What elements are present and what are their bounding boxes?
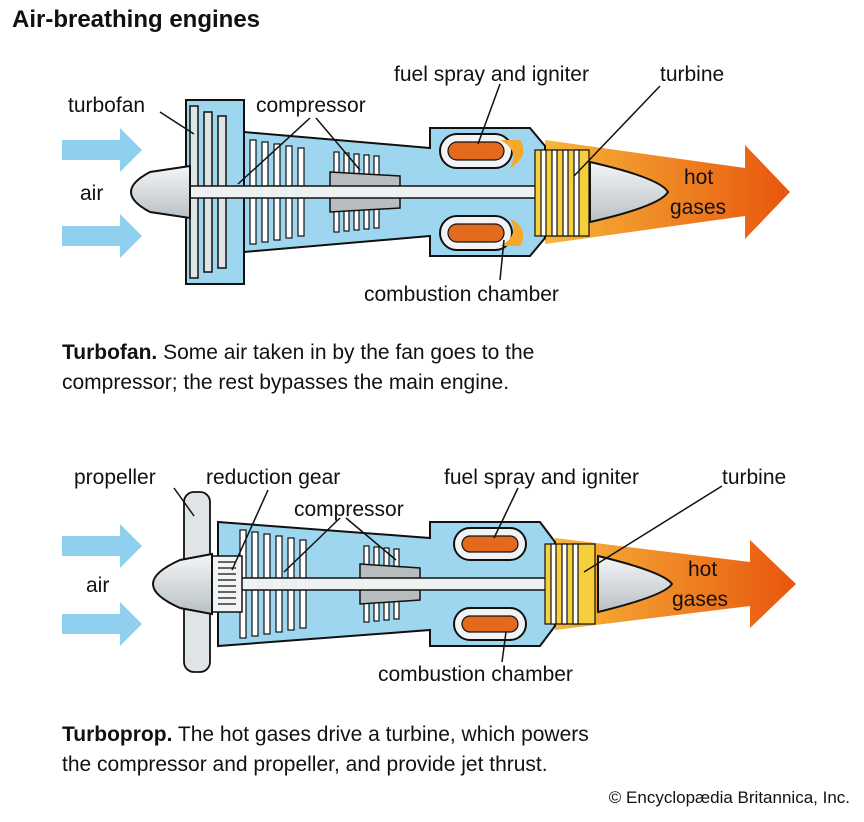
label-hot: hot bbox=[684, 166, 713, 189]
turbine-stages bbox=[534, 149, 590, 237]
air-arrow bbox=[62, 128, 142, 172]
label-combustion-chamber: combustion chamber bbox=[378, 663, 573, 686]
air-arrow-group bbox=[62, 524, 142, 646]
label-compressor: compressor bbox=[256, 94, 366, 117]
caption-text: The hot gases drive a turbine, which pow… bbox=[172, 723, 589, 746]
turboprop-diagram: propeller reduction gear compressor fuel… bbox=[62, 466, 796, 686]
tail-cone bbox=[589, 160, 670, 224]
turbofan-diagram: turbofan compressor fuel spray and ignit… bbox=[62, 63, 790, 306]
label-gases: gases bbox=[672, 588, 728, 611]
air-arrow bbox=[62, 602, 142, 646]
leader-lines bbox=[159, 83, 661, 281]
label-turbofan: turbofan bbox=[68, 94, 145, 117]
shaft bbox=[219, 577, 571, 591]
turbofan-caption: Turbofan. Some air taken in by the fan g… bbox=[62, 338, 534, 398]
combustion-chamber-top bbox=[439, 133, 524, 169]
caption-text: compressor; the rest bypasses the main e… bbox=[62, 371, 510, 394]
label-gases: gases bbox=[670, 196, 726, 219]
caption-title: Turbofan. bbox=[62, 341, 158, 364]
combustion-chamber-bottom bbox=[439, 215, 524, 251]
label-turbine: turbine bbox=[722, 466, 786, 489]
label-air: air bbox=[86, 574, 109, 597]
reduction-gear bbox=[211, 555, 243, 613]
nose-cone bbox=[152, 552, 213, 616]
air-arrow bbox=[62, 524, 142, 568]
label-propeller: propeller bbox=[74, 466, 156, 489]
air-arrow bbox=[62, 214, 142, 258]
label-reduction-gear: reduction gear bbox=[206, 466, 340, 489]
caption-text: Some air taken in by the fan goes to the bbox=[157, 341, 535, 364]
combustion-chamber-top bbox=[453, 527, 527, 561]
label-turbine: turbine bbox=[660, 63, 724, 86]
turboprop-caption: Turboprop. The hot gases drive a turbine… bbox=[62, 720, 589, 780]
caption-text: the compressor and propeller, and provid… bbox=[62, 753, 548, 776]
nose-cone bbox=[130, 164, 191, 220]
air-arrow-group bbox=[62, 128, 142, 258]
combustion-chamber-bottom bbox=[453, 607, 527, 641]
label-compressor: compressor bbox=[294, 498, 404, 521]
shaft bbox=[189, 185, 561, 199]
copyright-credit: © Encyclopædia Britannica, Inc. bbox=[608, 788, 850, 807]
leader-lines bbox=[173, 485, 723, 663]
page-title: Air-breathing engines bbox=[12, 6, 261, 33]
label-air: air bbox=[80, 182, 103, 205]
caption-title: Turboprop. bbox=[62, 723, 173, 746]
turbine-stages bbox=[544, 543, 596, 625]
label-fuel-spray: fuel spray and igniter bbox=[394, 63, 589, 86]
label-fuel-spray: fuel spray and igniter bbox=[444, 466, 639, 489]
tail-cone bbox=[597, 554, 674, 614]
label-hot: hot bbox=[688, 558, 717, 581]
label-combustion-chamber: combustion chamber bbox=[364, 283, 559, 306]
